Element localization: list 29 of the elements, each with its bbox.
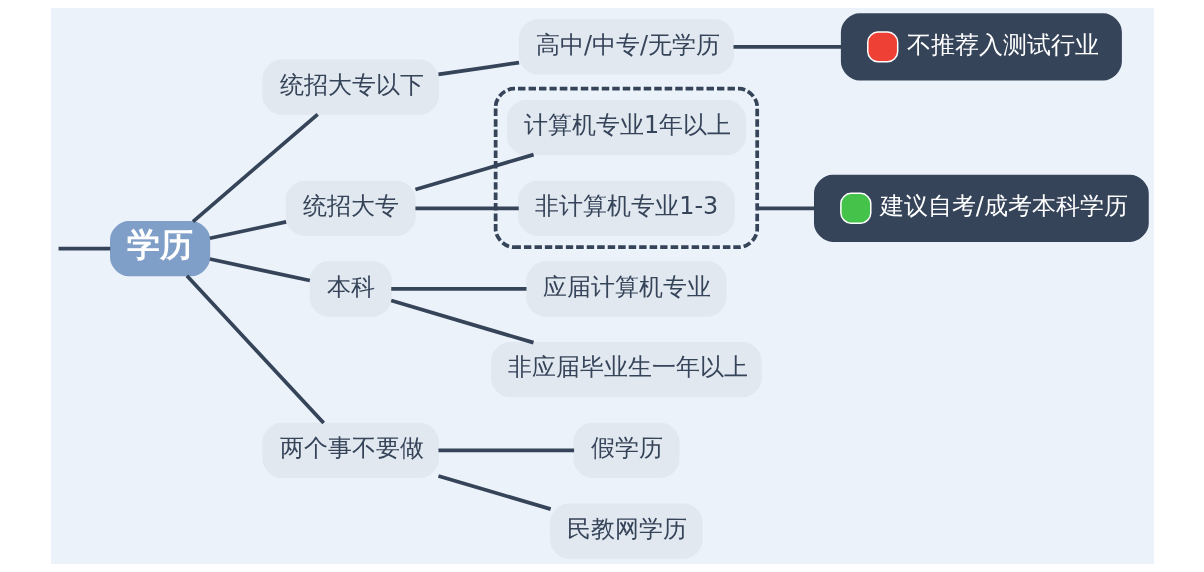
node-box: 学历 [109,221,210,277]
node-box: 两个事不要做 [262,422,439,479]
node-box: 本科 [309,261,392,317]
connector [185,274,325,425]
connector [390,298,534,345]
connector [209,220,287,241]
connector [733,45,841,49]
node-box: 应届计算机专业 [525,261,727,317]
node-box: 建议自考/成考本科学历 [813,174,1149,242]
connector [437,60,519,77]
node-box: 高中/中专/无学历 [518,19,734,75]
connector [191,112,319,224]
cluster [493,86,759,249]
node-box: 假学历 [572,422,679,479]
node-box: 非应届毕业生一年以上 [490,342,762,398]
connector [209,257,310,283]
node-box: 不推荐入测试行业 [840,13,1122,81]
node-box: 计算机专业1年以上 [506,99,746,156]
connector [390,287,526,291]
connector [437,448,574,453]
node-box: 统招大专以下 [262,59,439,115]
node-box: 民教网学历 [549,503,703,559]
node-box: 统招大专 [285,180,416,236]
connector [437,474,551,511]
connector [756,206,815,211]
node-box: 非计算机专业1-3 [517,180,735,236]
connector [414,206,519,211]
connector [58,246,110,251]
connector [414,152,534,192]
